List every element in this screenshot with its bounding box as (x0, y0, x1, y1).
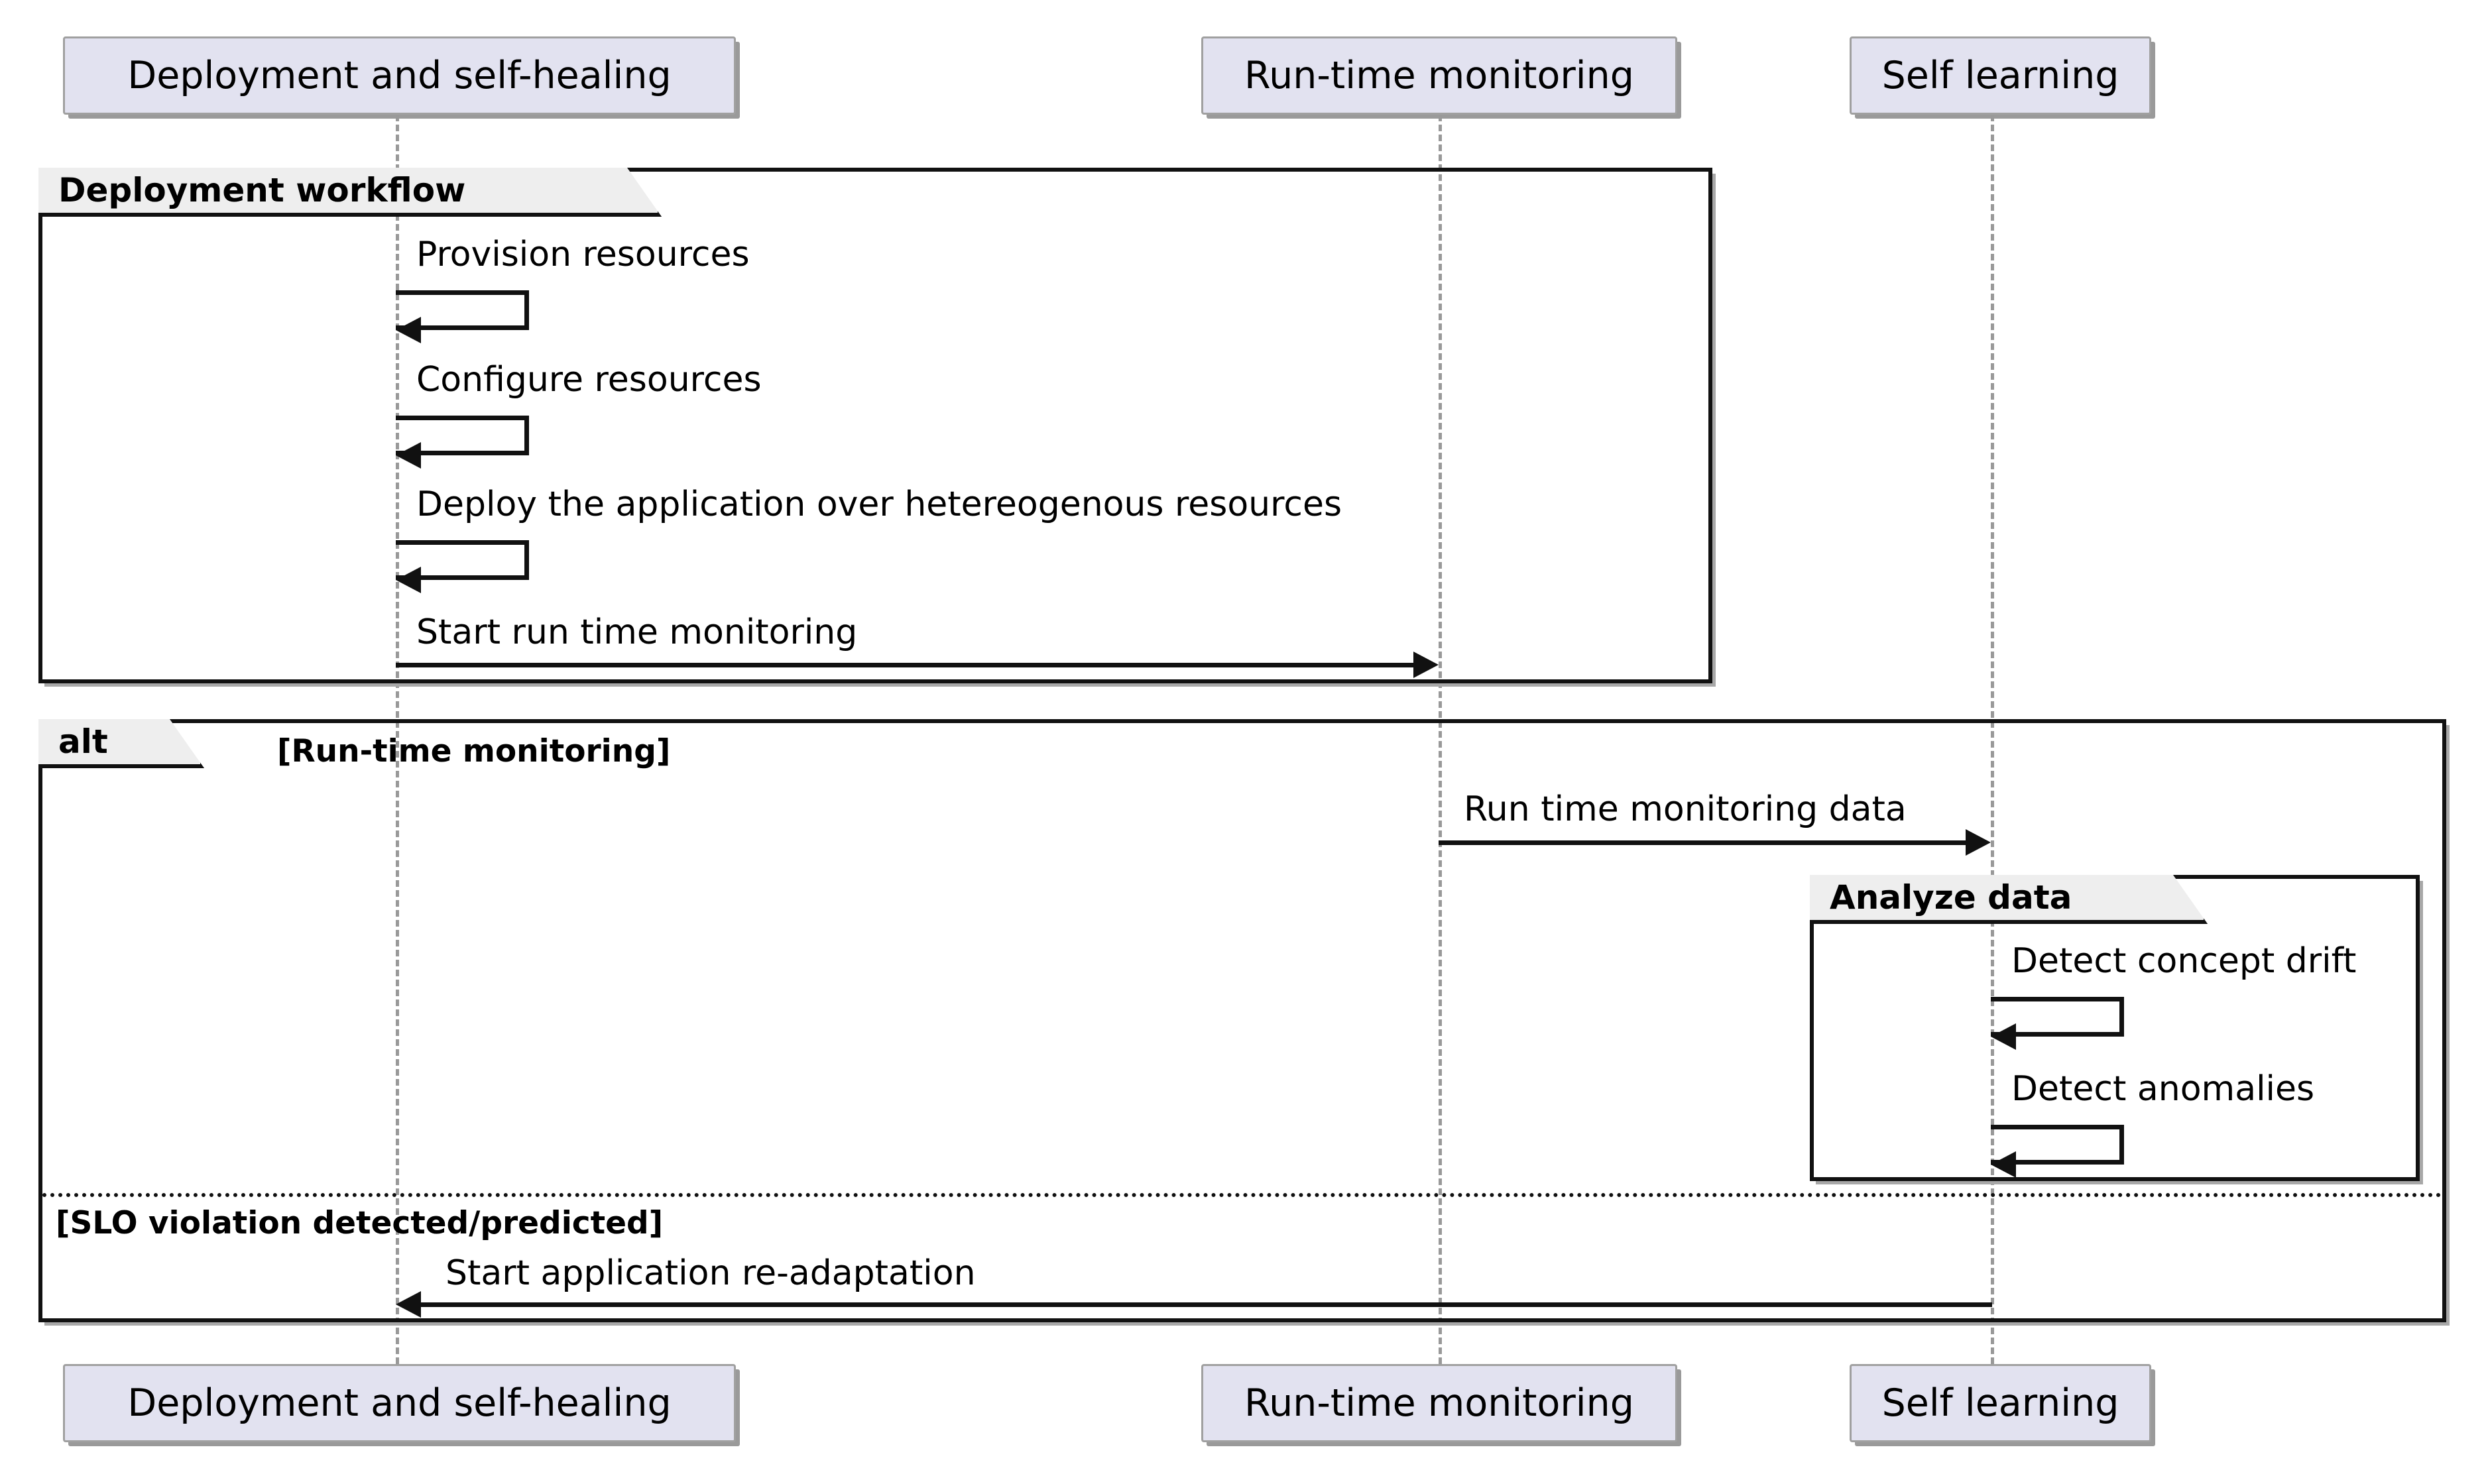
fragment-divider-alt (42, 1193, 2442, 1197)
participant-label: Run-time monitoring (1244, 53, 1634, 97)
self-loop-configure-resources (396, 416, 529, 455)
participant-box-learning-top[interactable]: Self learning (1850, 36, 2151, 115)
arrow-head-provision-resources (396, 317, 421, 343)
message-line-run-time-monitoring-data (1439, 840, 1966, 845)
lifeline-deployment (396, 115, 399, 1364)
participant-label: Deployment and self-healing (127, 1381, 672, 1425)
fragment-else-condition-alt: [SLO violation detected/predicted] (56, 1205, 664, 1241)
participant-box-deployment-bottom[interactable]: Deployment and self-healing (63, 1364, 736, 1442)
message-label-start-application-re-adaptation: Start application re-adaptation (445, 1253, 976, 1293)
arrow-head-detect-anomalies (1991, 1151, 2016, 1178)
fragment-tab-alt: alt (38, 719, 204, 768)
self-loop-detect-concept-drift (1991, 997, 2124, 1037)
fragment-tab-deployment-workflow: Deployment workflow (38, 168, 662, 217)
self-loop-deploy-application (396, 540, 529, 580)
fragment-tab-analyze-data: Analyze data (1810, 875, 2208, 924)
self-loop-detect-anomalies (1991, 1125, 2124, 1165)
arrow-head-run-time-monitoring-data (1966, 829, 1991, 856)
arrow-head-start-run-time-monitoring (1413, 652, 1439, 678)
fragment-deployment-workflow (38, 168, 1712, 683)
fragment-alt (38, 719, 2446, 1322)
message-line-start-application-re-adaptation (421, 1302, 1992, 1307)
participant-box-deployment-top[interactable]: Deployment and self-healing (63, 36, 736, 115)
participant-box-learning-bottom[interactable]: Self learning (1850, 1364, 2151, 1442)
lifeline-monitoring (1439, 115, 1442, 1364)
message-label-provision-resources: Provision resources (416, 235, 750, 274)
message-label-detect-anomalies: Detect anomalies (2011, 1069, 2315, 1109)
fragment-condition-alt: [Run-time monitoring] (277, 733, 671, 770)
participant-box-monitoring-top[interactable]: Run-time monitoring (1201, 36, 1677, 115)
self-loop-provision-resources (396, 290, 529, 330)
arrow-head-start-application-re-adaptation (396, 1291, 421, 1318)
participant-label: Run-time monitoring (1244, 1381, 1634, 1425)
participant-label: Deployment and self-healing (127, 53, 672, 97)
participant-label: Self learning (1881, 53, 2119, 97)
fragment-tab-label: Analyze data (1830, 878, 2072, 917)
fragment-tab-label: Deployment workflow (58, 171, 466, 209)
message-label-configure-resources: Configure resources (416, 360, 762, 400)
arrow-head-detect-concept-drift (1991, 1023, 2016, 1050)
participant-label: Self learning (1881, 1381, 2119, 1425)
message-line-start-run-time-monitoring (396, 663, 1413, 667)
lifeline-learning (1991, 115, 1994, 1364)
message-label-deploy-application: Deploy the application over hetereogenou… (416, 485, 1342, 524)
message-label-detect-concept-drift: Detect concept drift (2011, 941, 2357, 981)
fragment-tab-label: alt (58, 722, 108, 761)
arrow-head-configure-resources (396, 442, 421, 469)
message-label-run-time-monitoring-data: Run time monitoring data (1464, 789, 1907, 829)
message-label-start-run-time-monitoring: Start run time monitoring (416, 612, 858, 652)
arrow-head-deploy-application (396, 567, 421, 593)
participant-box-monitoring-bottom[interactable]: Run-time monitoring (1201, 1364, 1677, 1442)
